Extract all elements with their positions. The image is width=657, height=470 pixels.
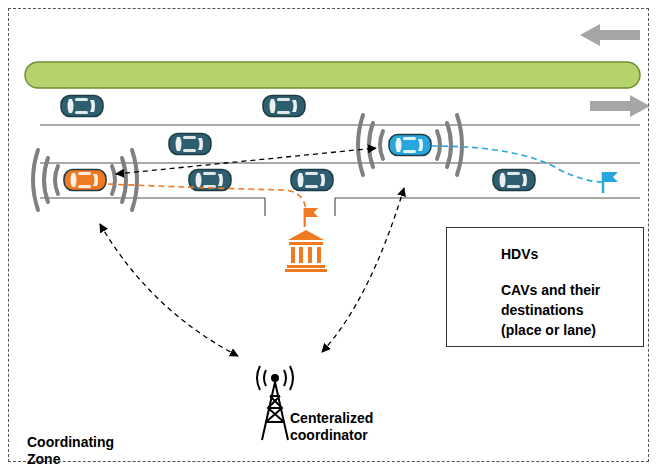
direction-arrow [590, 95, 650, 117]
cav-car [64, 170, 106, 191]
tower-icon [257, 366, 293, 440]
hdv-cars [61, 96, 535, 191]
cav-car [389, 135, 431, 156]
coordinator-label-box: Centeralized coordinator [290, 410, 402, 446]
signal-waves [33, 115, 462, 210]
destination-flag [305, 208, 319, 227]
cav-path [432, 146, 603, 182]
node-label: Centeralized coordinator [290, 410, 400, 444]
direction-arrow [580, 24, 640, 46]
destination-flag [603, 172, 618, 193]
communication-link [100, 148, 404, 356]
legend-box: HDVsCAVs and their destinations (place o… [446, 227, 644, 347]
lane-lines [40, 125, 640, 216]
node-label: Coordinating Zone [27, 434, 117, 468]
median-strip [25, 62, 640, 88]
building-icon [285, 230, 327, 272]
legend-label: CAVs and their destinations (place or la… [501, 280, 621, 340]
legend-label: HDVs [501, 244, 621, 264]
cav-path [108, 184, 306, 212]
